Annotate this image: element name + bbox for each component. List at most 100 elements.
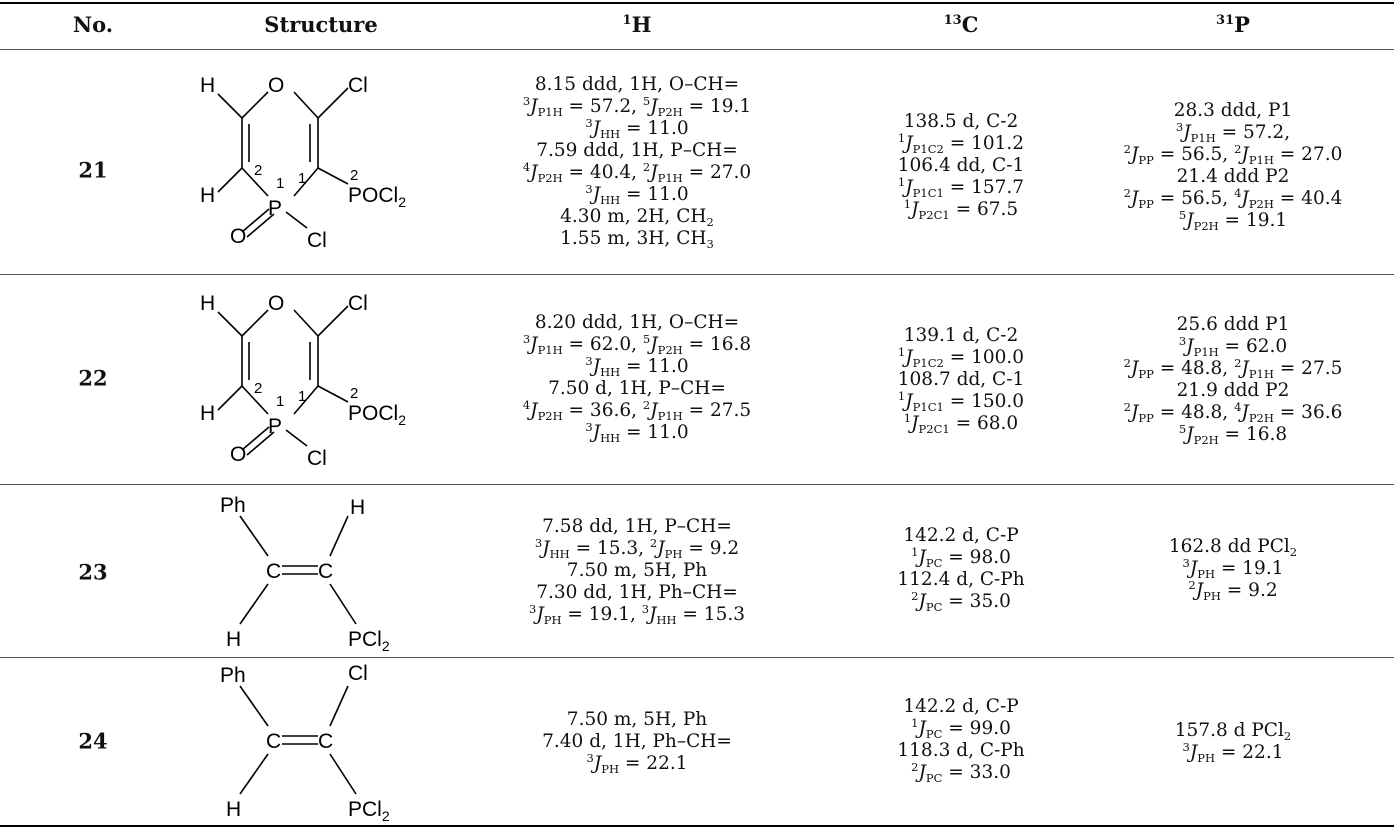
nmr-line: 3JP1H = 62.0 [1178, 334, 1288, 359]
nmr-line: 3JHH = 15.3, 2JPH = 9.2 [534, 536, 740, 561]
p-atom-label: P [268, 197, 282, 220]
nmr-line: 2JPH = 9.2 [1188, 578, 1278, 603]
row-number: 22 [78, 365, 108, 391]
nmr-line: 7.59 ddd, 1H, P–CH= [536, 140, 738, 161]
o-atom-label: O [268, 74, 284, 97]
nmr-line: 142.2 d, C-P [903, 696, 1019, 717]
cl-atom-label: Cl [348, 292, 368, 315]
nmr-line: 4.30 m, 2H, CH2 [560, 206, 714, 229]
h-atom-label: H [200, 184, 215, 207]
row-number: 23 [78, 559, 108, 585]
header-no: No. [72, 12, 114, 37]
o-atom-label: O [230, 225, 246, 248]
nmr-line: 108.7 dd, C-1 [897, 369, 1025, 390]
nmr-line: 1JP2C1 = 67.5 [903, 197, 1019, 222]
nmr-line: 1JP1C2 = 100.0 [897, 345, 1025, 370]
locant-label: 1 [276, 175, 284, 192]
alkene-bonds [239, 515, 357, 625]
alkene-bonds [239, 685, 357, 795]
structure-22: H O Cl H P O Cl POCl2 2 1 1 2 [200, 292, 406, 470]
nmr-line: 2JPP = 48.8, 4JP2H = 36.6 [1123, 400, 1343, 425]
c-atom-label: C [266, 560, 281, 583]
cl-atom-label: Cl [348, 662, 368, 685]
row-divider-23 [0, 657, 1394, 658]
nmr-line: 3JPH = 19.1 [1182, 556, 1284, 581]
h-atom-label: H [226, 628, 241, 651]
nmr-line: 1JP1C1 = 150.0 [897, 389, 1025, 414]
h-atom-label: H [200, 292, 215, 315]
nmr-line: 138.5 d, C-2 [903, 111, 1019, 132]
nmr-line: 1JPC = 99.0 [911, 716, 1011, 741]
locant-label: 1 [298, 388, 306, 405]
cell-1h: 7.58 dd, 1H, P–CH=3JHH = 15.3, 2JPH = 9.… [529, 516, 745, 626]
nmr-line: 2JPC = 35.0 [911, 589, 1011, 614]
header-structure: Structure [264, 12, 378, 37]
ring-bonds [217, 87, 349, 238]
nmr-line: 3JHH = 11.0 [585, 354, 689, 379]
nmr-line: 1JP1C1 = 157.7 [897, 175, 1025, 200]
nmr-line: 3JP1H = 57.2, [1175, 120, 1291, 145]
nmr-line: 25.6 ddd P1 [1176, 314, 1290, 335]
row-number: 21 [78, 157, 108, 183]
o-atom-label: O [230, 443, 246, 466]
nmr-line: 5JP2H = 19.1 [1178, 208, 1288, 233]
h-atom-label: H [226, 798, 241, 821]
header-31p: 31P [1216, 12, 1250, 37]
nmr-line: 142.2 d, C-P [903, 525, 1019, 546]
nmr-line: 3JHH = 11.0 [585, 420, 689, 445]
locant-label: 1 [276, 393, 284, 410]
nmr-line: 3JP1H = 57.2, 5JP2H = 19.1 [522, 94, 752, 119]
nmr-line: 7.30 dd, 1H, Ph–CH= [536, 582, 738, 603]
nmr-line: 139.1 d, C-2 [903, 325, 1019, 346]
nmr-line: 2JPP = 56.5, 2JP1H = 27.0 [1123, 142, 1343, 167]
nmr-line: 4JP2H = 36.6, 2JP1H = 27.5 [522, 398, 752, 423]
nmr-line: 7.50 d, 1H, P–CH= [548, 378, 726, 399]
table-bottom-rule [0, 825, 1394, 827]
pocl2-label: POCl2 [348, 184, 406, 210]
nmr-line: 3JHH = 11.0 [585, 182, 689, 207]
c-atom-label: C [318, 730, 333, 753]
locant-label: 1 [298, 170, 306, 187]
nmr-line: 7.50 m, 5H, Ph [566, 560, 708, 581]
cell-1h: 8.20 ddd, 1H, O–CH=3JP1H = 62.0, 5JP2H =… [523, 312, 751, 444]
nmr-line: 3JPH = 22.1 [586, 751, 688, 776]
header-rule [0, 49, 1394, 50]
locant-label: 2 [254, 162, 262, 179]
pocl2-label: POCl2 [348, 402, 406, 428]
nmr-line: 7.58 dd, 1H, P–CH= [542, 516, 732, 537]
structure-21: H O Cl H P O Cl POCl2 2 1 1 2 [200, 74, 406, 252]
nmr-line: 3JPH = 19.1, 3JHH = 15.3 [528, 602, 746, 627]
structure-23: Ph H C C H PCl2 [220, 494, 390, 654]
row-divider-22 [0, 484, 1394, 485]
cl-atom-label: Cl [348, 74, 368, 97]
c-atom-label: C [266, 730, 281, 753]
nmr-line: 8.20 ddd, 1H, O–CH= [534, 312, 740, 333]
h-atom-label: H [200, 402, 215, 425]
nmr-line: 118.3 d, C-Ph [897, 740, 1025, 761]
header-1h: 1H [622, 12, 652, 37]
nmr-line: 2JPC = 33.0 [911, 760, 1011, 785]
pcl2-label: PCl2 [348, 628, 390, 654]
cl-atom-label: Cl [307, 447, 327, 470]
nmr-line: 7.40 d, 1H, Ph–CH= [542, 731, 732, 752]
row-number: 24 [78, 728, 108, 754]
ring-bonds [217, 305, 349, 456]
row-divider-21 [0, 274, 1394, 275]
nmr-line: 8.15 ddd, 1H, O–CH= [534, 74, 740, 95]
cl-atom-label: Cl [307, 229, 327, 252]
nmr-line: 1JPC = 98.0 [911, 545, 1011, 570]
h-atom-label: H [200, 74, 215, 97]
nmr-line: 5JP2H = 16.8 [1178, 422, 1288, 447]
nmr-line: 28.3 ddd, P1 [1173, 100, 1293, 121]
nmr-line: 1JP2C1 = 68.0 [903, 411, 1019, 436]
c-atom-label: C [318, 560, 333, 583]
nmr-line: 1.55 m, 3H, CH3 [560, 228, 714, 251]
ph-label: Ph [220, 664, 246, 687]
nmr-line: 1JP1C2 = 101.2 [897, 131, 1025, 156]
